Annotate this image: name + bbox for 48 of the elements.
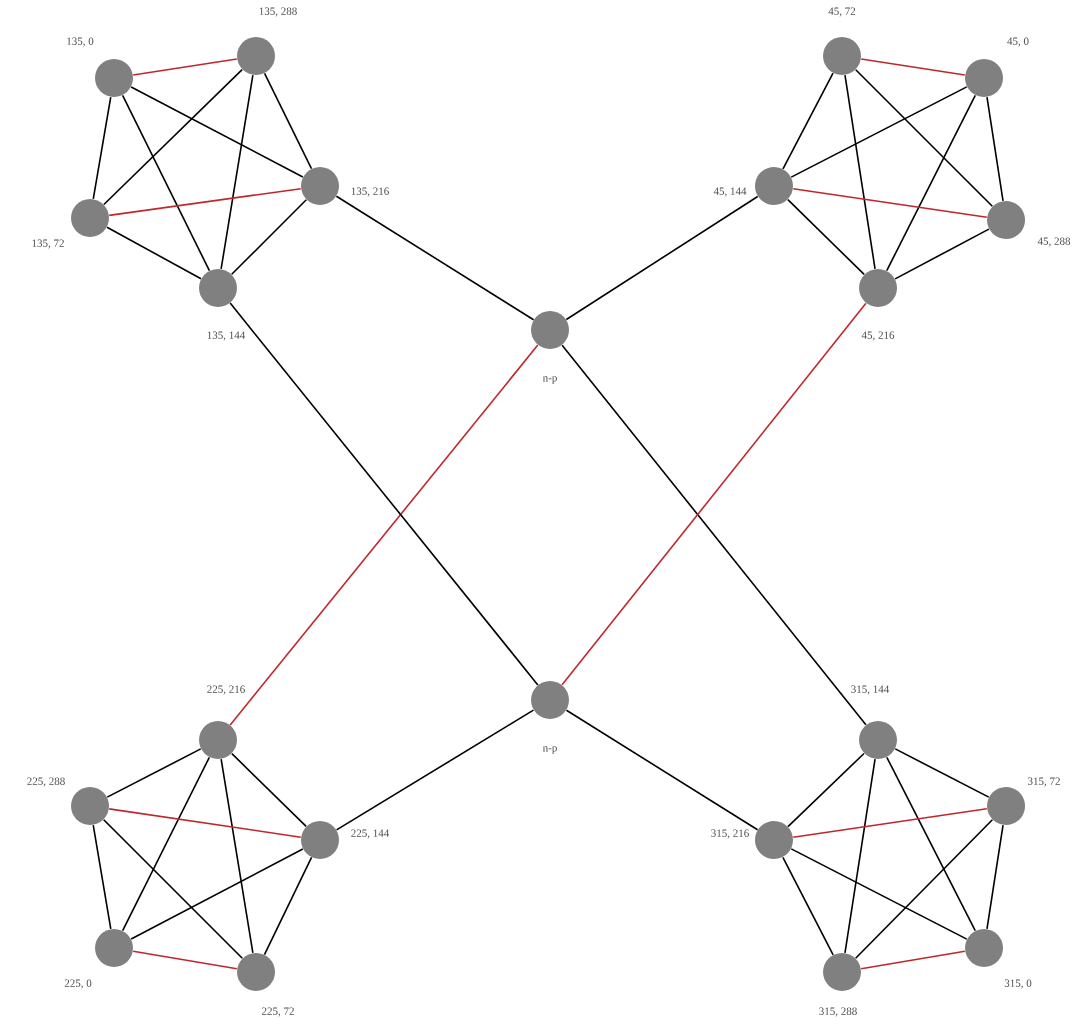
edge-line — [132, 58, 238, 76]
edge-line — [92, 96, 112, 200]
edge-line — [103, 68, 243, 206]
edge-line — [787, 198, 865, 276]
edge-line — [792, 808, 988, 838]
edge-line — [790, 848, 968, 940]
edge-line — [860, 950, 966, 970]
edge-line — [220, 758, 254, 954]
edge-line — [132, 950, 238, 970]
edge-line — [787, 752, 865, 828]
edge-line — [854, 68, 994, 208]
edge-line — [102, 818, 244, 960]
edge-line — [263, 72, 313, 170]
edge-line — [782, 72, 834, 170]
edge-line — [130, 86, 304, 178]
edge-line — [92, 824, 112, 930]
edge-line — [108, 808, 302, 838]
edge-line — [844, 758, 876, 954]
edge-line — [886, 756, 976, 932]
edge-line — [121, 94, 211, 272]
edge-line — [121, 756, 211, 932]
edge-line — [335, 709, 535, 831]
edge-line — [854, 819, 994, 959]
edge-line — [561, 344, 867, 726]
edge-line — [894, 748, 990, 798]
edge-line — [220, 74, 254, 270]
edge-line — [986, 96, 1004, 202]
edge-line — [229, 302, 539, 686]
edge-line — [130, 848, 304, 940]
edge-line — [782, 856, 834, 956]
edge-line — [792, 188, 988, 218]
edge-line — [986, 824, 1004, 930]
edge-line — [885, 94, 977, 272]
edge-line — [335, 195, 535, 321]
edge-line — [106, 226, 202, 280]
edge-line — [860, 58, 966, 76]
edge-line — [263, 856, 313, 956]
edge-line — [894, 228, 990, 280]
edge-line — [108, 187, 302, 217]
edge-line — [106, 748, 202, 798]
edge-line — [561, 302, 867, 686]
edge-line — [229, 344, 539, 726]
edge-line — [230, 198, 308, 276]
edge-line — [844, 74, 876, 270]
edge-line — [565, 709, 759, 831]
edge-line — [790, 86, 968, 178]
edge-line — [565, 195, 759, 321]
edge-line — [231, 752, 307, 828]
